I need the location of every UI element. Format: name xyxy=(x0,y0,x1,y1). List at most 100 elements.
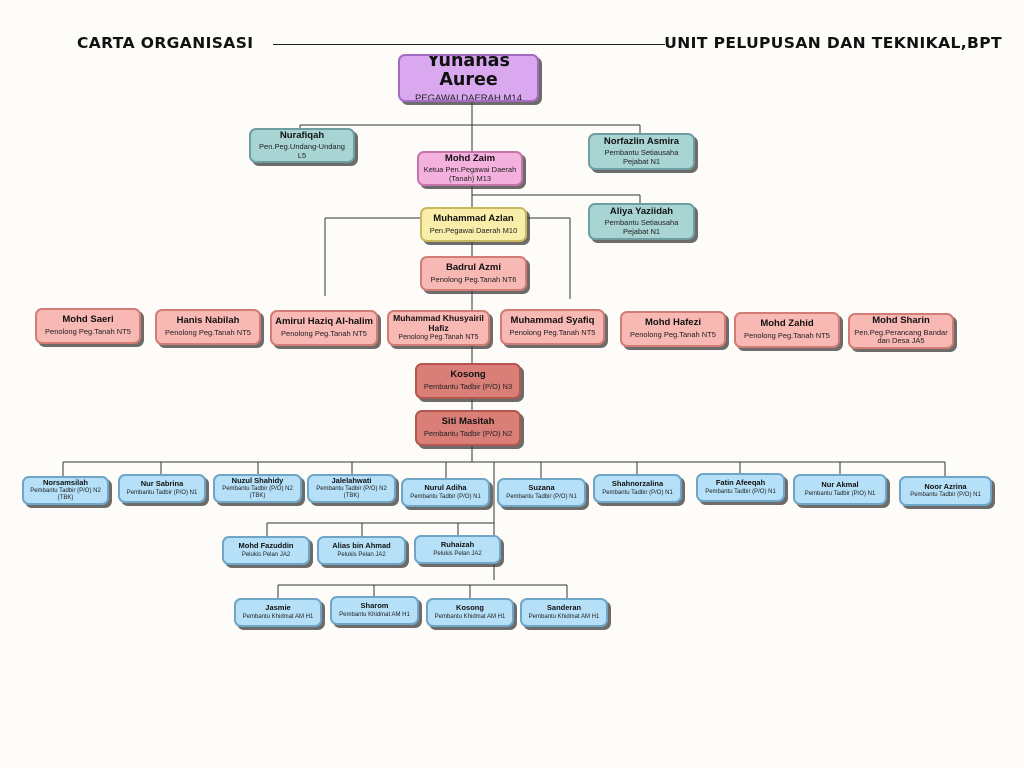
node-name: Mohd Hafezi xyxy=(645,317,701,329)
node-name: Sharom xyxy=(360,601,389,611)
node-role: Pembantu Tadbir (P/O) N2 (TBK) xyxy=(222,486,293,500)
node-role: Pembantu Tadbir (P/O) N1 xyxy=(410,493,481,500)
node-role: Pembantu Khidmat AM H1 xyxy=(434,613,506,620)
node-name: Amirul Haziq Al-halim xyxy=(275,316,373,328)
node-role: Pembantu Khidmat AM H1 xyxy=(339,611,410,618)
node-name: Norsamsilah xyxy=(42,478,89,488)
node-role: Pembantu Tadbir (P/O) N2 (TBK) xyxy=(316,486,387,500)
node-role: Pelukis Pelan JA2 xyxy=(337,551,386,558)
node-role: Penolong Peg.Tanah NT5 xyxy=(509,328,596,338)
node-role: Pembantu Tadbir (P/O) N1 xyxy=(910,492,981,499)
node-role: Pembantu Tadbir (P/O) N3 xyxy=(423,382,513,392)
node-name: Shahnorzalina xyxy=(611,479,664,489)
node-name: Fatin Afeeqah xyxy=(715,478,766,488)
node-name: Muhammad Syafiq xyxy=(510,315,595,327)
node-name: Nur Sabrina xyxy=(140,479,184,489)
node-role: Pembantu Tadbir (P/O) N1 xyxy=(126,489,198,496)
header-rule xyxy=(273,44,665,45)
node-name: Sanderan xyxy=(546,603,582,613)
node-name: Noor Azrina xyxy=(924,481,967,491)
node-name: Badrul Azmi xyxy=(445,261,502,273)
node-role: Pembantu Tadbir (P/O) N1 xyxy=(506,493,577,500)
node-role: Pen.Peg.Undang-Undang L5 xyxy=(259,142,345,160)
node-role: Pembantu Tadbir (P/O) N1 xyxy=(804,490,876,497)
node-name: Mohd Zahid xyxy=(760,318,814,330)
node-role: Penolong Peg.Tanah NT5 xyxy=(744,331,830,341)
chart-title: CARTA ORGANISASI xyxy=(77,34,254,52)
node-role: Penolong Peg.Tanah NT5 xyxy=(630,330,716,340)
node-name: Kosong xyxy=(456,603,484,613)
node-role: Penolong Peg.Tanah NT6 xyxy=(430,274,517,284)
node-role: PEGAWAI DAERAH M14 xyxy=(415,92,522,102)
node-name: Nurafiqah xyxy=(279,129,325,141)
node-name: Kosong xyxy=(450,369,486,381)
node-name: Nur Akmal xyxy=(821,480,859,490)
node-role: Pembantu Khidmat AM H1 xyxy=(242,613,314,620)
node-name: Nurul Adiha xyxy=(424,483,467,493)
node-role: Penolong Peg.Tanah NT5 xyxy=(45,327,131,337)
node-role: Pembantu Tadbir (P/O) N2 (TBK) xyxy=(30,488,101,502)
node-name: Aliya Yaziidah xyxy=(609,205,674,217)
node-role: Ketua Pen.Pegawai Daerah (Tanah) M13 xyxy=(423,165,517,183)
node-name: Yuhanas Auree xyxy=(427,54,510,91)
node-name: Nuzul Shahidy xyxy=(231,476,284,486)
node-role: Pelukis Pelan JA2 xyxy=(433,550,482,557)
node-role: Pen.Peg.Perancang Bandar dan Desa JA5 xyxy=(854,327,948,346)
node-name: Jasmie xyxy=(265,603,291,613)
unit-title: UNIT PELUPUSAN DAN TEKNIKAL,BPT xyxy=(664,34,1002,52)
node-name: Mohd Fazuddin xyxy=(238,541,294,551)
node-role: Pelukis Pelan JA2 xyxy=(241,551,291,558)
node-role: Pembantu Khidmat AM H1 xyxy=(528,613,600,620)
node-name: Jalelahwati xyxy=(331,476,372,486)
node-name: Muhammad Khusyairil Hafiz xyxy=(393,313,484,333)
node-name: Mohd Saeri xyxy=(62,314,114,326)
node-name: Mohd Zaim xyxy=(444,152,496,164)
node-role: Pembantu Tadbir (P/O) N2 xyxy=(423,429,513,439)
node-role: Pembantu Setiausaha Pejabat N1 xyxy=(604,148,679,166)
node-name: Mohd Sharin xyxy=(872,315,930,327)
node-name: Muhammad Azlan xyxy=(433,212,514,224)
node-role: Pembantu Tadbir (P/O) N1 xyxy=(602,489,673,496)
node-name: Suzana xyxy=(528,483,555,493)
node-name: Hanis Nabilah xyxy=(176,315,240,327)
node-role: Penolong Peg.Tanah NT5 xyxy=(398,334,479,342)
node-name: Norfazlin Asmira xyxy=(603,135,680,147)
node-role: Pembantu Setiausaha Pejabat N1 xyxy=(604,218,679,236)
node-role: Penolong Peg.Tanah NT5 xyxy=(281,329,367,339)
node-name: Ruhaizah xyxy=(440,540,475,550)
node-name: Alias bin Ahmad xyxy=(332,541,391,551)
